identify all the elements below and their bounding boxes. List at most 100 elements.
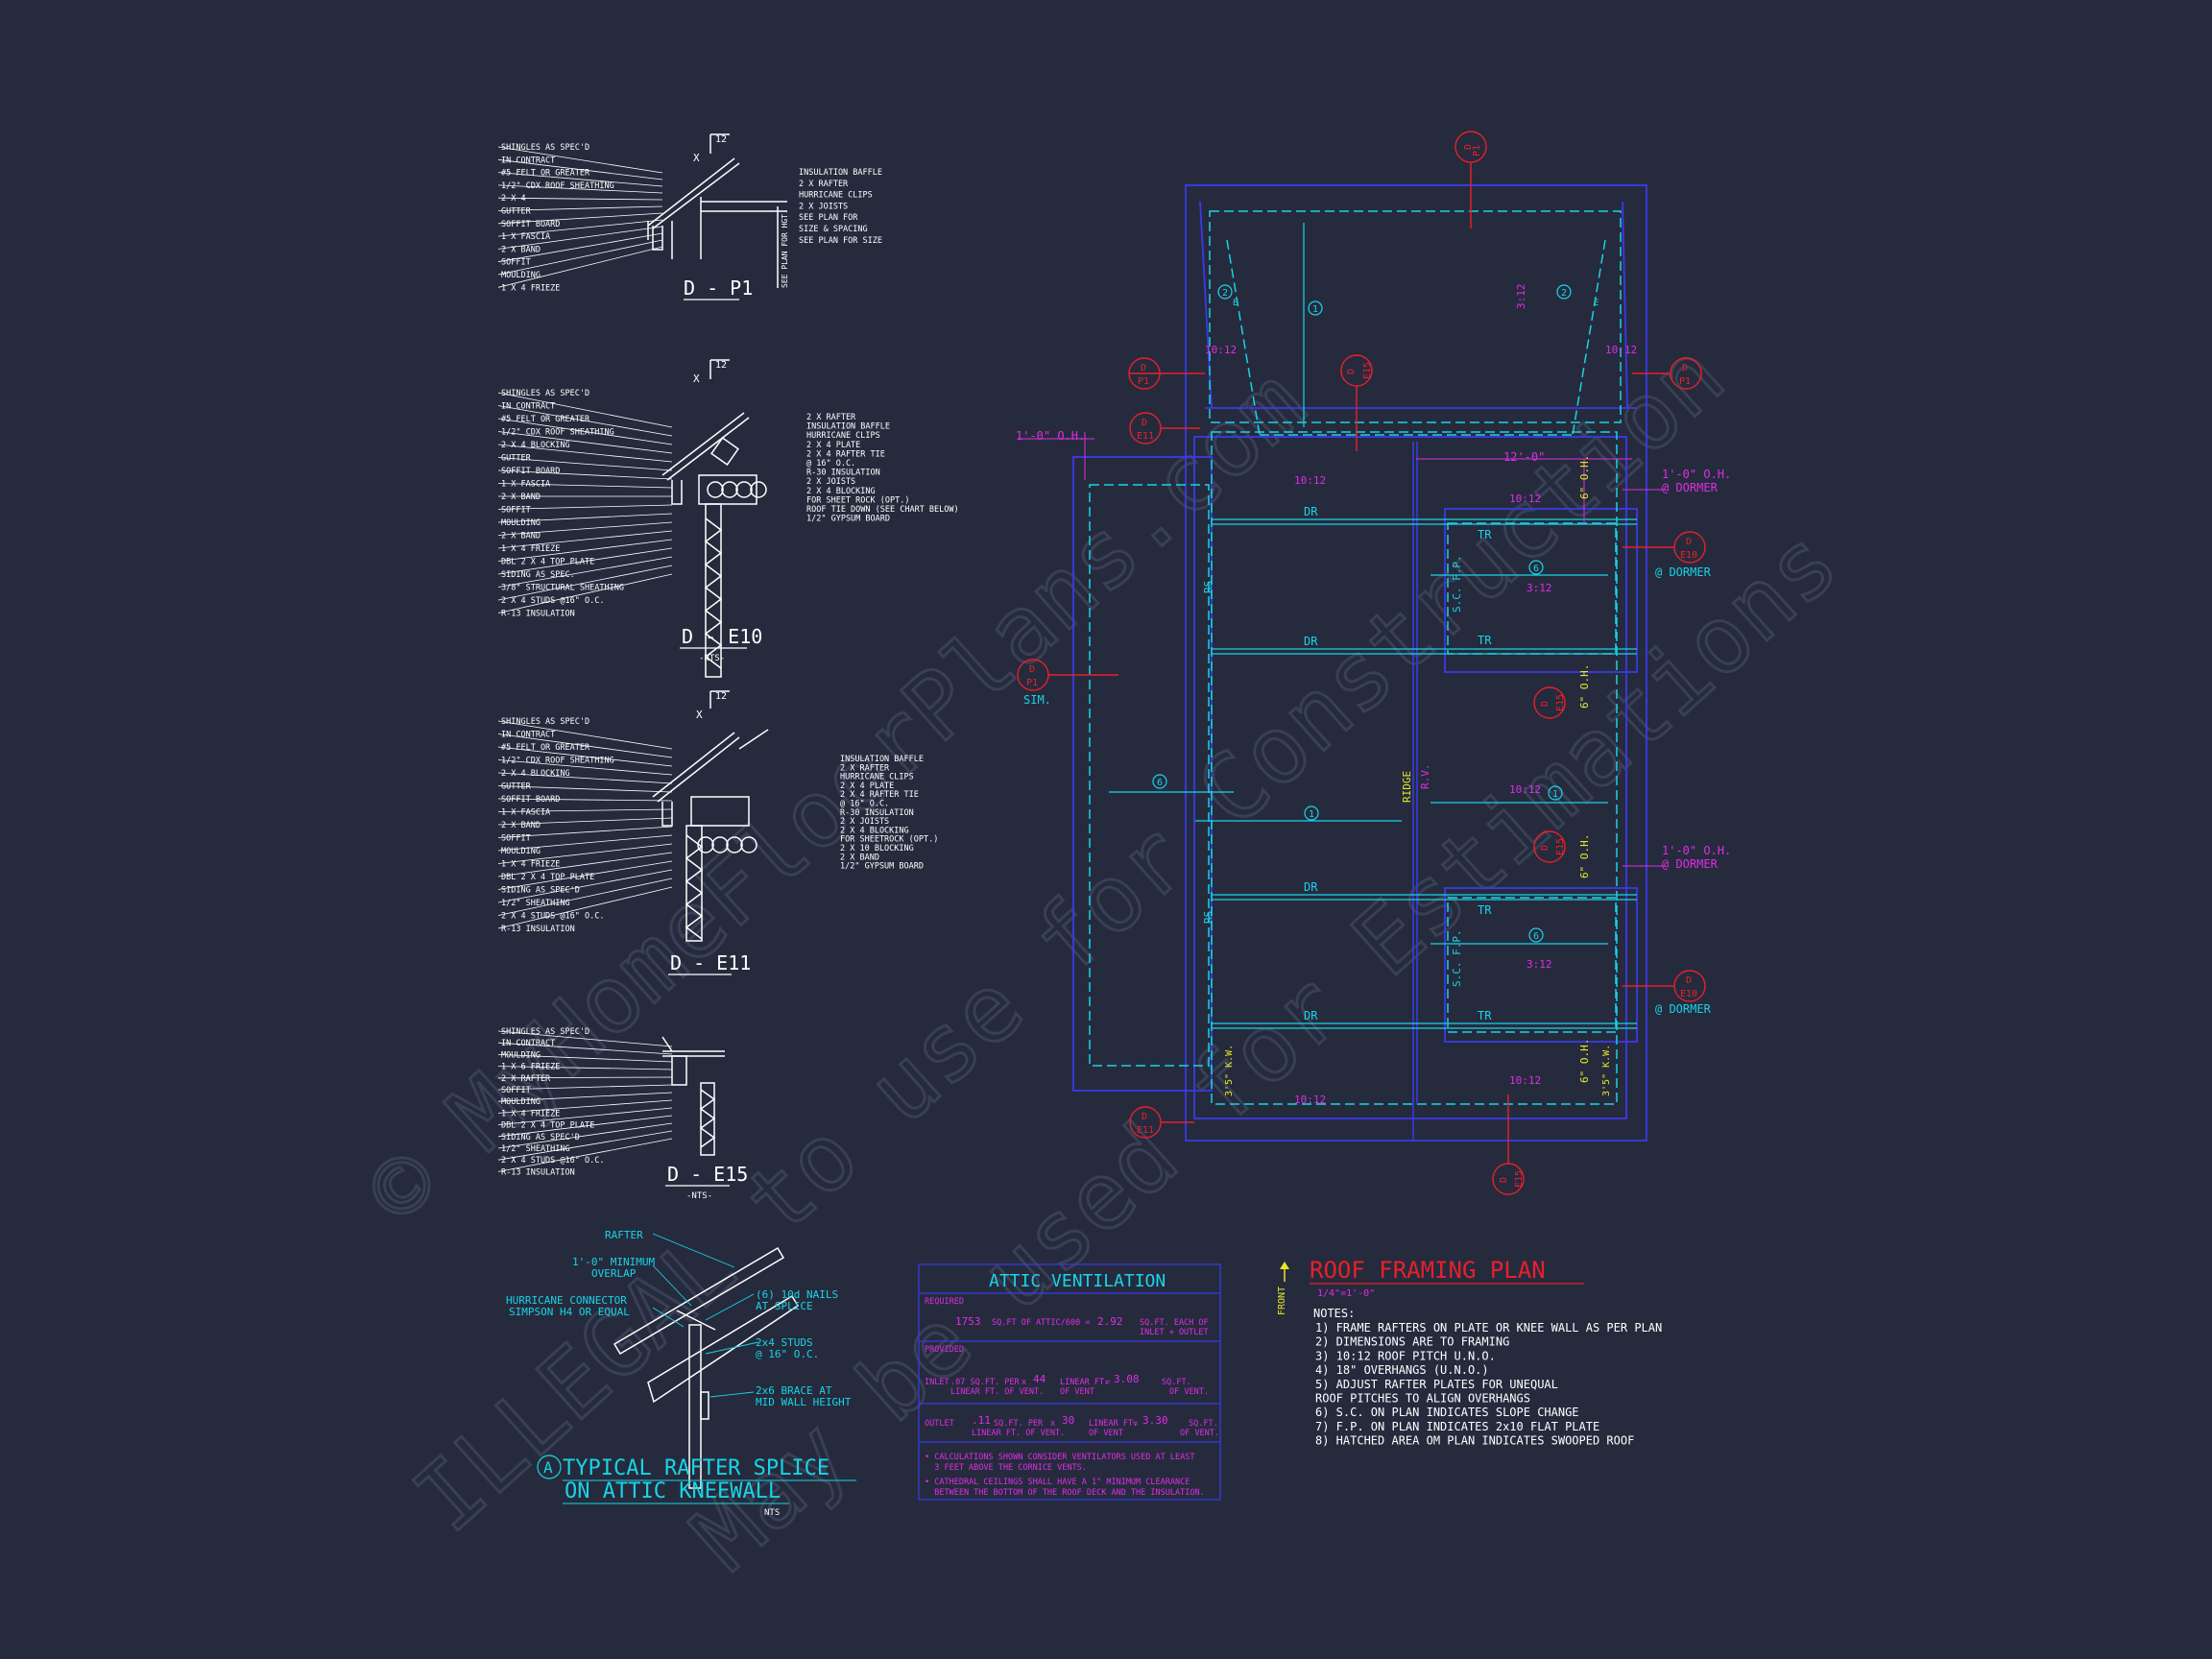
mark-e-right: E (1594, 299, 1599, 308)
watermark: © MyHomeFloorPlans.com ILLEGAL to use fo… (345, 320, 1860, 1592)
label-sc-fp-2: S.C. F.P. (1451, 929, 1463, 987)
e15-left-label-5: SOFFIT (501, 1086, 531, 1095)
e10-right-label-0: 2 X RAFTER (806, 413, 856, 422)
e11-left-label-3: 1/2" CDX ROOF SHEATHING (501, 757, 614, 766)
p1-right-label-5: SIZE & SPACING (799, 225, 868, 234)
label-sim: SIM. (1023, 693, 1051, 707)
label-oh6-1: 6" O.H. (1578, 455, 1591, 499)
callout-e15-b: E15 (1555, 838, 1566, 855)
attic-req-unit-1: SQ.FT. EACH OF (1140, 1318, 1209, 1328)
e10-right-label-5: @ 16" O.C. (806, 459, 855, 469)
e10-left-label-0: SHINGLES AS SPEC'D (501, 389, 589, 398)
callout-circle-top (1455, 131, 1487, 163)
label-tr-1: TR (1478, 528, 1492, 541)
detail-p1-title: D - P1 (684, 276, 753, 300)
p1-left-label-9: SOFFIT (501, 258, 531, 268)
callout-e15-a: E15 (1555, 694, 1566, 711)
callout-e11-top: E11 (1137, 431, 1154, 442)
p1-right-label-2: HURRICANE CLIPS (799, 191, 873, 201)
attic-req-unit-2: INLET + OUTLET (1140, 1328, 1209, 1337)
e11-left-label-5: GUTTER (501, 782, 532, 792)
attic-outlet-rate: .11 (972, 1414, 991, 1427)
e11-left-label-0: SHINGLES AS SPEC'D (501, 717, 589, 727)
splice-subtitle: NTS (764, 1508, 780, 1518)
p1-right-label-4: SEE PLAN FOR (799, 213, 858, 223)
attic-outlet-total-unit-2: OF VENT. (1180, 1429, 1219, 1438)
p1-right-label-0: INSULATION BAFFLE (799, 168, 882, 178)
mark-circle-4 (1528, 560, 1544, 575)
splice-detail: RAFTER 1'-0" MINIMUM OVERLAP HURRICANE C… (506, 1229, 856, 1518)
e15-left-label-3: 1 X 6 FRIEZE (501, 1063, 560, 1072)
callout-d-e11-top: D (1142, 418, 1147, 428)
attic-required-label: REQUIRED (925, 1297, 964, 1307)
e10-right-label-8: 2 X 4 BLOCKING (806, 487, 876, 496)
e10-left-label-6: SOFFIT BOARD (501, 467, 560, 476)
detail-e15-subtitle: -NTS- (686, 1191, 712, 1201)
callout-d-p1-right: D (1682, 363, 1688, 373)
roof-framing-plan: 1'-0" O.H. 12'-0" 1'-0" O.H. @ DORMER 1'… (1016, 131, 1731, 1195)
attic-outlet-text-1: SQ.FT. PER (994, 1419, 1044, 1429)
label-dormer-oh2-a: 1'-0" O.H. (1662, 844, 1731, 857)
e10-right-label-1: INSULATION BAFFLE (806, 422, 890, 432)
detail-e10-pitch: 12 (715, 360, 727, 371)
e11-left-label-11: 1 X 4 FRIEZE (501, 860, 560, 870)
attic-inlet-len: 44 (1033, 1373, 1046, 1385)
attic-inlet-total: 3.08 (1114, 1373, 1140, 1385)
detail-callouts (1017, 131, 1706, 1195)
e15-left-label-10: 1/2" SHEATHING (501, 1144, 570, 1154)
attic-inlet-len-unit-1: LINEAR FT. (1060, 1378, 1109, 1387)
callout-d-e10-bottom: D (1686, 975, 1692, 986)
e11-right-label-6: R-30 INSULATION (840, 808, 914, 818)
e11-left-label-8: 2 X BAND (501, 821, 541, 830)
mark-1c: 1 (1552, 789, 1558, 800)
callout-d-e11-bottom: D (1142, 1112, 1147, 1122)
roof-plan-legend: FRONT ROOF FRAMING PLAN 1/4"=1'-0" NOTES… (1277, 1257, 1662, 1448)
detail-e10-leader-lines (497, 392, 673, 613)
callout-d-p1-left: D (1141, 363, 1146, 373)
e10-left-label-4: 2 X 4 BLOCKING (501, 441, 570, 450)
splice-leaders (652, 1233, 759, 1398)
attic-outlet-label: OUTLET (925, 1419, 954, 1429)
label-dr-3: DR (1304, 880, 1318, 894)
detail-p1-vertical-note: SEE PLAN FOR HGT. (781, 209, 789, 288)
e10-left-label-2: #5 FELT OR GREATER (501, 415, 590, 424)
mark-circles (1152, 284, 1572, 943)
attic-note-3: • CATHEDRAL CEILINGS SHALL HAVE A 1" MIN… (925, 1478, 1190, 1487)
attic-outlet-text-2: LINEAR FT. OF VENT. (972, 1429, 1065, 1438)
attic-outlet-eq: = (1133, 1419, 1138, 1429)
detail-p1-left-labels: SHINGLES AS SPEC'DIN CONTRACT#5 FELT OR … (501, 143, 614, 293)
e15-left-label-6: MOULDING (501, 1097, 541, 1107)
e10-left-label-11: 2 X BAND (501, 532, 541, 541)
callout-d-e10-top: D (1686, 537, 1692, 547)
roof-note-7: 7) F.P. ON PLAN INDICATES 2x10 FLAT PLAT… (1315, 1420, 1599, 1433)
e11-left-label-12: DBL 2 X 4 TOP PLATE (501, 873, 594, 882)
mark-6a: 6 (1533, 564, 1539, 574)
p1-left-label-6: SOFFIT BOARD (501, 220, 560, 229)
label-pitch-6: 10:12 (1294, 1094, 1326, 1106)
e15-left-label-8: DBL 2 X 4 TOP PLATE (501, 1121, 594, 1131)
attic-note-2: 3 FEET ABOVE THE CORNICE VENTS. (925, 1463, 1087, 1473)
roof-plan-notes: 1) FRAME RAFTERS ON PLATE OR KNEE WALL A… (1315, 1321, 1662, 1448)
detail-e11-left-labels: SHINGLES AS SPEC'DIN CONTRACT#5 FELT OR … (501, 717, 614, 934)
attic-inlet-text-2: LINEAR FT. OF VENT. (950, 1387, 1044, 1397)
p1-right-label-6: SEE PLAN FOR SIZE (799, 236, 882, 246)
e15-left-label-7: 1 X 4 FRIEZE (501, 1109, 560, 1118)
detail-p1-drawing (647, 133, 787, 288)
roof-note-0: 1) FRAME RAFTERS ON PLATE OR KNEE WALL A… (1315, 1321, 1662, 1334)
detail-p1-pitch-x: X (693, 152, 700, 164)
mark-circle-2 (1217, 284, 1233, 300)
label-pitch-5: 10:12 (1509, 783, 1541, 796)
label-sc-fp-1: S.C. F.P. (1451, 555, 1463, 613)
detail-e11-pitch-x: X (696, 709, 703, 721)
callout-p1-top: P1 (1472, 145, 1482, 156)
e15-left-label-1: IN CONTRACT (501, 1039, 555, 1048)
mark-6c: 6 (1157, 778, 1163, 788)
e10-right-label-4: 2 X 4 RAFTER TIE (806, 449, 885, 459)
p1-left-label-11: 1 X 4 FRIEZE (501, 283, 560, 293)
splice-drawing (613, 1246, 800, 1489)
label-ridge: RIDGE (1401, 771, 1413, 803)
